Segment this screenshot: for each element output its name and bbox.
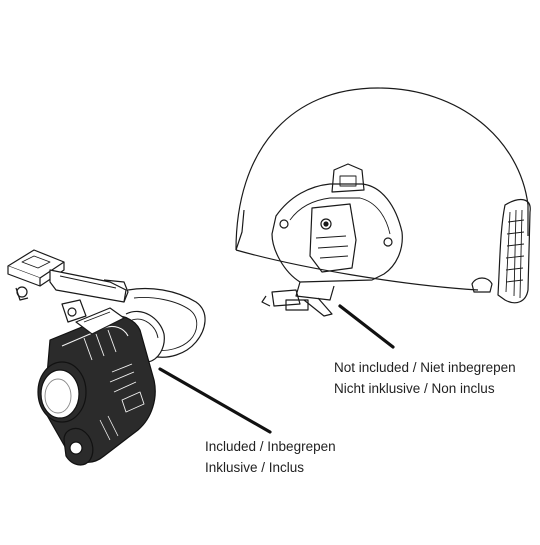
helmet-dome [235,87,529,251]
caption-not-included-line2: Nicht inklusive / Non inclus [334,381,495,396]
night-vision-device [7,249,206,466]
helmet-rim [235,249,479,291]
helmet-mount [309,203,357,273]
caption-included-line2: Inklusive / Inclus [205,460,305,475]
helmet [235,87,531,317]
helmet-left-edge [235,209,245,251]
caption-included-line1: Included / Inbegrepen [205,439,336,454]
caption-included: Included / Inbegrepen Inklusive / Inclus [205,436,336,478]
leader-line-included [158,367,272,434]
shroud-plate [271,183,403,283]
caption-not-included-line1: Not included / Niet inbegrepen [334,360,516,375]
front-lens [40,369,80,419]
helmet-side-rail [497,198,531,304]
caption-not-included: Not included / Niet inbegrepen Nicht ink… [334,357,516,399]
leader-line-not-included [338,304,395,349]
